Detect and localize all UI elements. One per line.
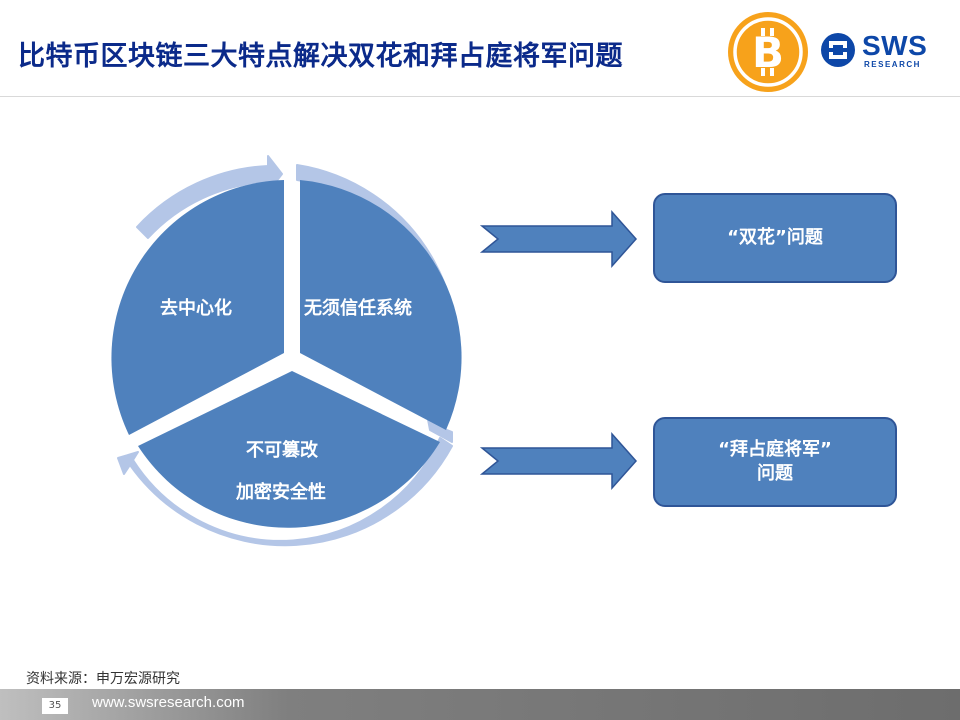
cycle-arrow-bottom — [117, 437, 453, 547]
segment-label-trustless: 无须信任系统 — [304, 298, 412, 319]
title-divider — [0, 96, 960, 97]
source-note: 资料来源：申万宏源研究 — [26, 671, 180, 687]
outcome-label-line2: 问题 — [757, 463, 793, 484]
footer-bar: 35 www.swsresearch.com — [0, 689, 960, 720]
page-title: 比特币区块链三大特点解决双花和拜占庭将军问题 — [18, 41, 623, 72]
segment-immutable — [138, 371, 440, 528]
outcome-box-double-spend: “双花”问题 — [653, 193, 897, 283]
svg-text:B: B — [752, 28, 784, 77]
block-arrow-upper — [479, 210, 638, 268]
segment-label-decentralized: 去中心化 — [160, 298, 232, 319]
block-arrow-lower — [479, 432, 638, 490]
segment-label-immutable: 不可篡改 — [246, 440, 318, 461]
sws-logo: SWS RESEARCH — [820, 30, 940, 74]
logo-subtext: RESEARCH — [864, 60, 921, 69]
footer-url-link[interactable]: www.swsresearch.com — [92, 694, 245, 711]
outcome-label: “双花”问题 — [727, 227, 823, 248]
segment-label-crypto-security: 加密安全性 — [236, 482, 326, 503]
page-number: 35 — [42, 698, 68, 714]
segment-decentralized — [111, 180, 284, 435]
outcome-box-byzantine: “拜占庭将军” 问题 — [653, 417, 897, 507]
sws-logo-icon — [821, 33, 855, 67]
outcome-label-line1: “拜占庭将军” — [718, 439, 832, 460]
logo-text: SWS — [862, 30, 928, 61]
segment-trustless — [300, 180, 462, 430]
bitcoin-icon: B — [728, 12, 808, 92]
